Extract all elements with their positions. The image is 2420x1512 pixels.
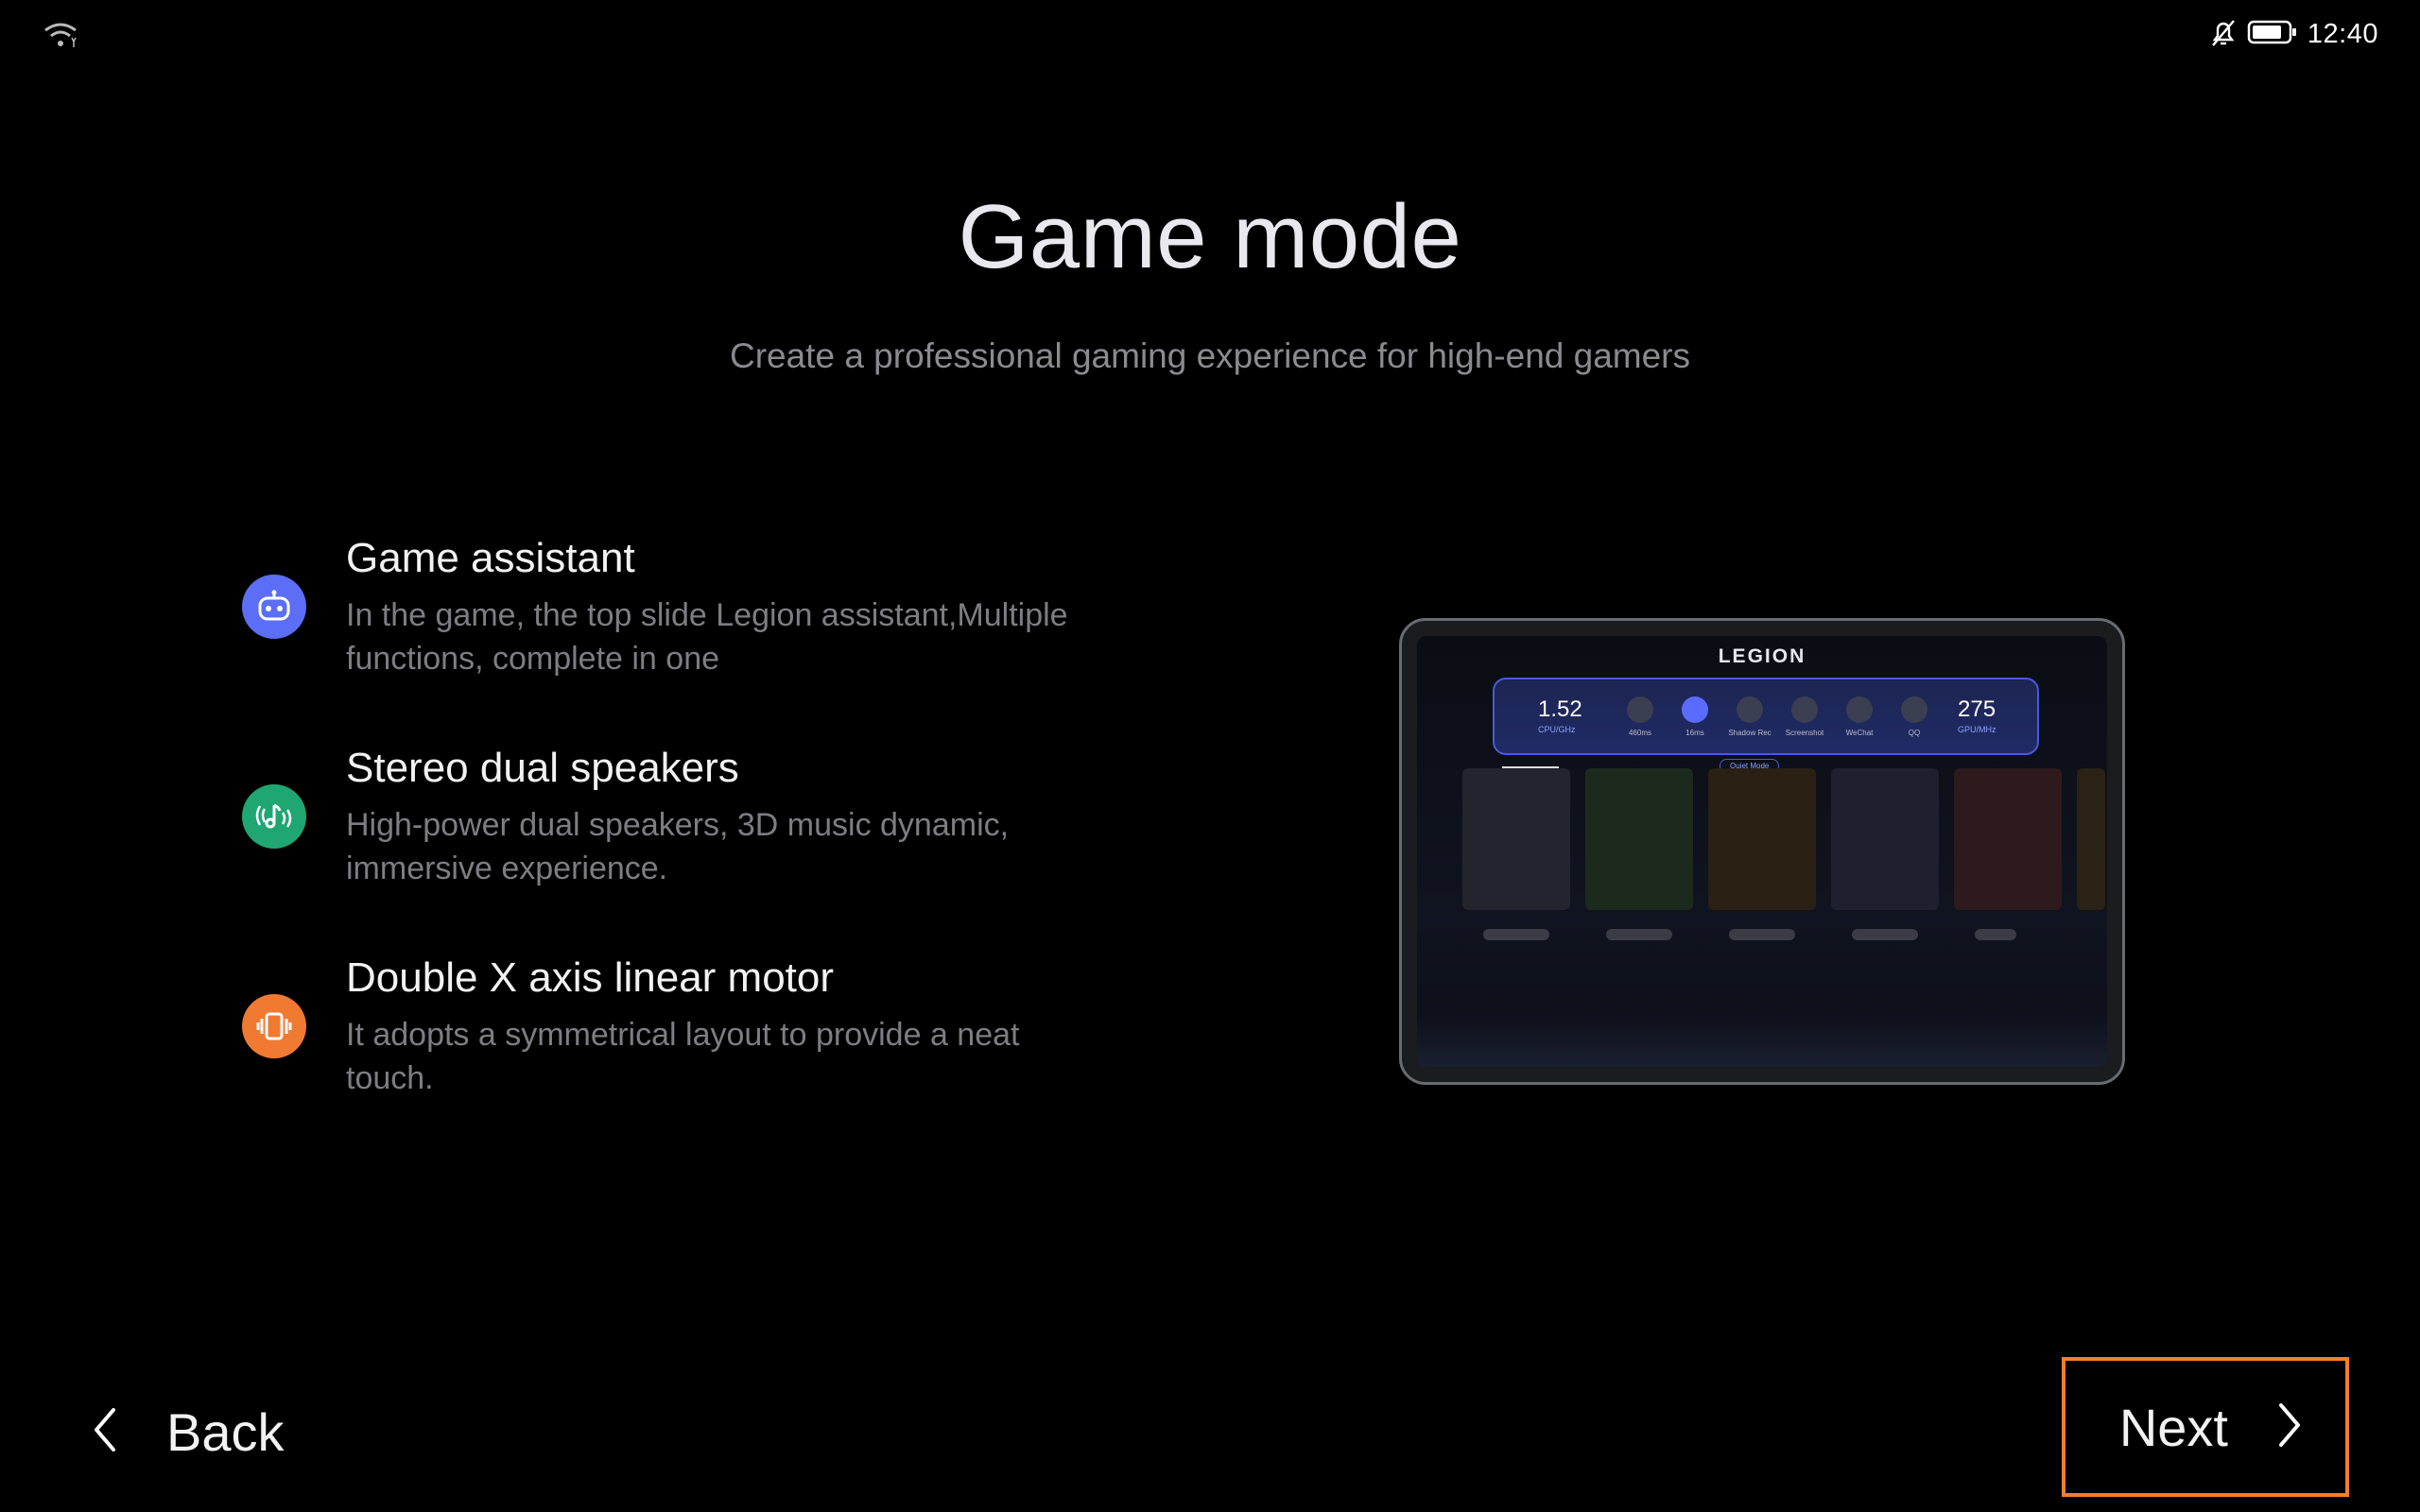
- quick-label: WeChat: [1845, 729, 1874, 737]
- status-bar: 12:40: [0, 0, 2420, 72]
- cpu-unit: CPU/GHz: [1538, 725, 1576, 734]
- app-label: [1606, 929, 1672, 940]
- back-label: Back: [166, 1401, 285, 1462]
- quick-latency-icon: [1682, 696, 1708, 723]
- vibration-icon: [242, 994, 306, 1058]
- chevron-left-icon: [91, 1406, 119, 1458]
- cpu-value: 1.52: [1538, 696, 1582, 722]
- chevron-right-icon: [2275, 1401, 2304, 1453]
- wifi-icon: [43, 21, 78, 54]
- music-waves-icon: [242, 784, 306, 849]
- quick-record-icon: [1737, 696, 1763, 723]
- gpu-value: 275: [1958, 696, 1996, 722]
- next-button[interactable]: Next: [2062, 1357, 2349, 1497]
- tablet-preview: LEGION 1.52 CPU/GHz 460ms 16ms Shadow Re…: [1399, 618, 2125, 1085]
- app-label: [1483, 929, 1549, 940]
- quick-label: QQ: [1908, 729, 1921, 737]
- feature-title: Game assistant: [346, 535, 635, 581]
- bell-off-icon: [2209, 17, 2238, 52]
- app-card: [1831, 768, 1939, 910]
- page-title: Game mode: [958, 186, 1462, 287]
- app-card: [1462, 768, 1570, 910]
- brightness-slider: [1502, 766, 1559, 769]
- battery-icon: [2247, 19, 2298, 50]
- quick-wechat-icon: [1846, 696, 1873, 723]
- quick-label: 16ms: [1685, 729, 1704, 737]
- gpu-unit: GPU/MHz: [1958, 725, 1996, 734]
- quick-label: Screenshot: [1785, 729, 1824, 737]
- app-card: [1585, 768, 1693, 910]
- quick-network-icon: [1627, 696, 1653, 723]
- back-button[interactable]: Back: [91, 1389, 285, 1474]
- feature-title: Double X axis linear motor: [346, 954, 835, 1001]
- robot-icon: [242, 575, 306, 639]
- performance-bar: 1.52 CPU/GHz 460ms 16ms Shadow Rec Scree…: [1493, 678, 2039, 755]
- legion-logo: LEGION: [1718, 645, 1806, 667]
- feature-description: High-power dual speakers, 3D music dynam…: [346, 807, 1010, 886]
- tablet-screen: LEGION 1.52 CPU/GHz 460ms 16ms Shadow Re…: [1417, 636, 2107, 1067]
- status-time: 12:40: [2307, 19, 2378, 49]
- app-card: [1954, 768, 2062, 910]
- app-label: [1852, 929, 1918, 940]
- feature-title: Stereo dual speakers: [346, 745, 739, 791]
- quick-label: Shadow Rec: [1728, 729, 1772, 737]
- tablet-floor: [1417, 1010, 2107, 1067]
- quick-screenshot-icon: [1791, 696, 1818, 723]
- feature-description: In the game, the top slide Legion assist…: [346, 597, 1068, 677]
- quick-qq-icon: [1901, 696, 1927, 723]
- app-label: [1975, 929, 2016, 940]
- next-label: Next: [2118, 1397, 2228, 1457]
- app-label: [1729, 929, 1795, 940]
- app-card: [2077, 768, 2105, 910]
- app-card: [1708, 768, 1816, 910]
- page-subtitle: Create a professional gaming experience …: [729, 336, 1691, 375]
- feature-description: It adopts a symmetrical layout to provid…: [346, 1017, 1020, 1096]
- quick-label: 460ms: [1628, 729, 1651, 737]
